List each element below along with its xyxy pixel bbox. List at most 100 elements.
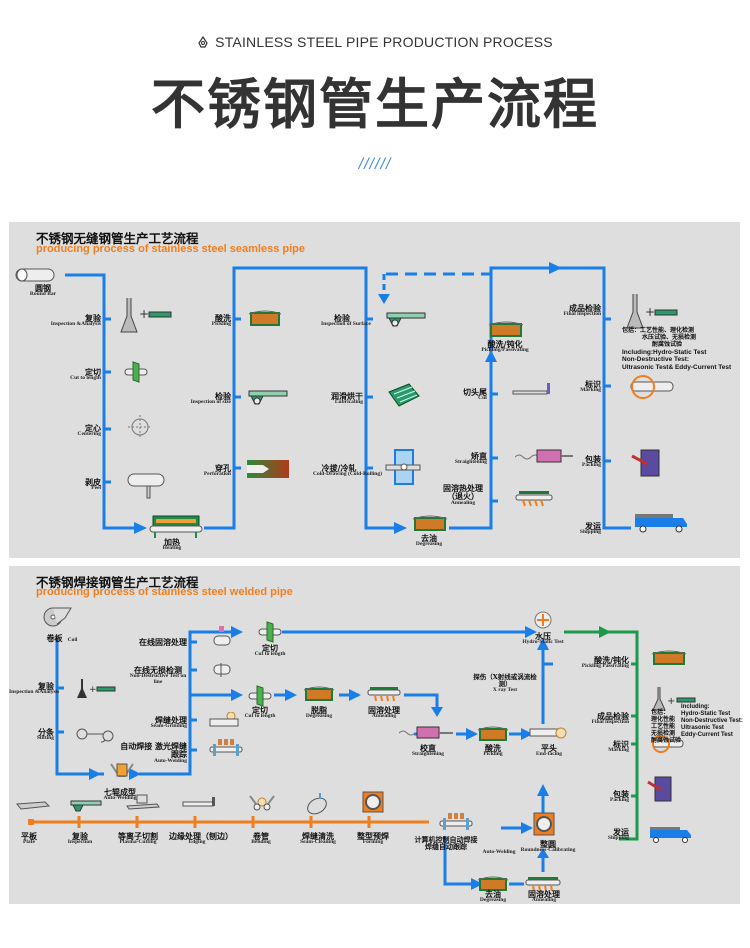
ndt-icon [213,663,231,677]
welding-icon [209,739,243,756]
peeling-icon [127,473,165,499]
flask-caliper-icon: + [652,687,696,711]
forming-icon [362,791,384,813]
arrow-head [378,294,390,304]
page-subtitle: STAINLESS STEEL PIPE PRODUCTION PROCESS [0,34,750,50]
end-facing-icon [529,727,567,739]
roller-forming-icon [110,763,134,777]
step-coil: 卷板 Coil [46,633,78,643]
cutter-icon [258,621,282,643]
pickling-tank-icon [651,650,687,665]
flow-line-coil [55,638,104,776]
step-edging: 边缘处理（刨边）Edging [169,831,233,846]
plate-icon [16,801,51,810]
pickling-tank-icon [488,321,524,337]
flask-caliper-icon: + [77,679,116,698]
welded-title-cn: 不锈钢焊接钢管生产工艺流程 [36,575,199,590]
caliper-icon [248,390,288,405]
arrow-head [134,522,147,534]
final-inspection-note-en: Including: Hydro-Static Test Non-Destruc… [681,704,743,738]
welded-flow-lines [28,626,639,890]
page-title: 不锈钢管生产流程 [151,73,599,136]
crosshair-icon [128,415,152,439]
drying-rack-icon [388,383,420,407]
final-inspection-note-cn: 包括： 理化性能 工艺性能 无损检测 耐腐蚀试验 [651,709,682,744]
plasma-cutter-icon [126,794,160,810]
step-computer-auto-welding: 计算机控制自动焊接 焊缝自动跟踪 [414,835,478,852]
welded-process-panel: 不锈钢焊接钢管生产工艺流程 producing process of stain… [9,566,743,904]
pickling-tank-icon [477,726,509,741]
calibrating-icon [533,812,555,836]
furnace-icon [149,515,203,538]
caliper-icon [386,312,426,327]
packing-icon [647,776,672,802]
degreasing-tank-icon [412,515,448,531]
seamless-title-cn: 不锈钢无缝钢管生产工艺流程 [36,231,199,246]
caliper-icon [70,800,102,812]
slitting-icon [76,728,114,743]
flask-caliper-icon: + [120,298,172,333]
arrow-head [549,262,562,274]
svg-text:+: + [645,305,655,319]
induction-icon [213,626,231,646]
welding-icon [439,813,473,830]
flask-caliper-icon: + [626,294,678,329]
seamless-title-en: producing process of stainless steel sea… [36,243,305,255]
arrow-head [485,350,497,362]
flow-line-col4-col5 [449,266,631,530]
annealing-icon [525,877,561,892]
pressure-gauge-icon [534,611,552,629]
welded-title-en: producing process of stainless steel wel… [36,586,293,598]
straightener-icon [399,726,453,739]
seam-cleaning-icon [307,793,327,815]
seamless-flow-lines [65,262,631,534]
svg-text:+: + [89,685,97,695]
degreasing-tank-icon [477,876,509,891]
recycle-leaf-icon [198,36,208,48]
piercing-icon [247,460,289,478]
annealing-icon [367,687,401,702]
flow-line-col1 [65,273,144,530]
grinding-icon [209,712,239,727]
seamless-process-panel: 不锈钢无缝钢管生产工艺流程 producing process of stain… [9,222,740,558]
